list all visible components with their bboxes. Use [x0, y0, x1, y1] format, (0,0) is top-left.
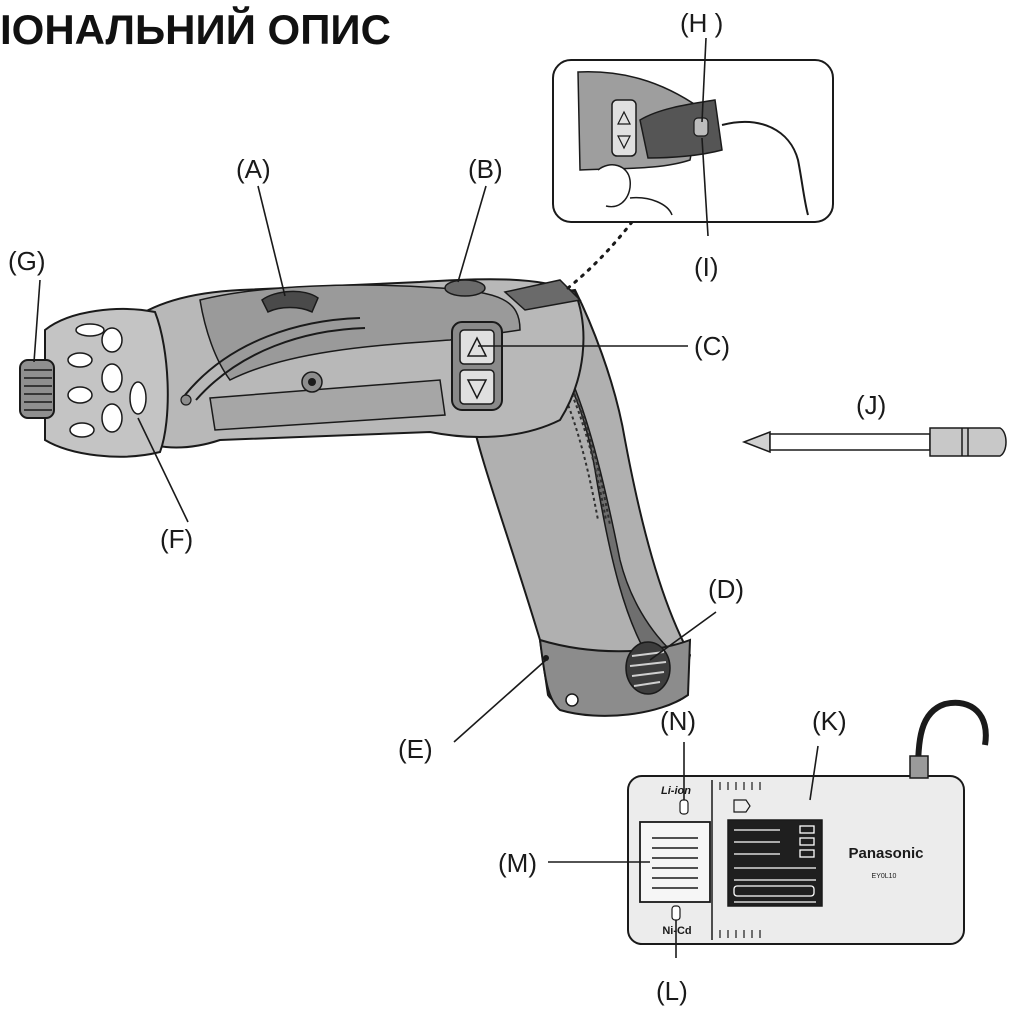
- callout-l: (L): [656, 976, 688, 1006]
- switch-reverse-key: [459, 369, 495, 405]
- callout-a: (A): [236, 154, 271, 184]
- detail-inset: [552, 59, 834, 223]
- cord-strain-relief: [909, 755, 929, 779]
- strap-hole: [565, 693, 579, 707]
- side-screw-center: [308, 378, 316, 386]
- leader-lines: [33, 37, 819, 958]
- page-title: ІОНАЛЬНИЙ ОПИС: [0, 6, 391, 53]
- bit-shaft: [769, 433, 931, 451]
- inset-finger: [597, 164, 673, 216]
- inset-triangle-down-icon: [617, 135, 631, 150]
- charger-brand-logo: Panasonic: [848, 845, 923, 862]
- callout-e: (E): [398, 734, 433, 764]
- rear-cap: [503, 279, 582, 311]
- battery-slot: [639, 821, 711, 903]
- led-light: [444, 279, 486, 297]
- inset-battery-cap: [639, 99, 723, 159]
- callout-labels: (A) (B) (C) (D) (E) (F) (G) (H ) (I) (J)…: [8, 8, 886, 1006]
- vent-ticks: [719, 782, 761, 938]
- charge-indicator: [693, 117, 709, 137]
- ni-cd-indicator: [671, 905, 681, 921]
- body-side-curve: [184, 317, 366, 401]
- grip-ridges: [547, 361, 611, 526]
- leader-h: [701, 37, 707, 123]
- bit-holder-chuck: [19, 359, 55, 419]
- inset-cable: [721, 120, 809, 216]
- indicator-panel-lines: [733, 825, 816, 903]
- leader-b: [457, 185, 487, 283]
- inset-switch: [611, 99, 637, 157]
- leader-f: [137, 417, 189, 523]
- callout-m: (M): [498, 848, 537, 878]
- triangle-up-icon: [466, 336, 488, 357]
- callout-n: (N): [660, 706, 696, 736]
- callout-f: (F): [160, 524, 193, 554]
- inset-connector: [566, 220, 634, 290]
- callout-k: (K): [812, 706, 847, 736]
- callout-d: (D): [708, 574, 744, 604]
- slot-label-ni-cd: Ni-Cd: [662, 925, 691, 937]
- charger-model: EY0L10: [872, 873, 897, 880]
- leader-g: [33, 279, 41, 363]
- plug-icon: [733, 799, 751, 813]
- leader-a: [257, 185, 286, 297]
- leader-e: [453, 659, 547, 743]
- indicator-panel: [727, 819, 823, 907]
- slot-label-li-ion: Li-ion: [661, 785, 691, 797]
- body-lower-panel: [209, 379, 446, 431]
- driver-bit: [741, 427, 1007, 457]
- bit-tip: [741, 430, 771, 454]
- li-ion-indicator: [679, 799, 689, 815]
- callout-i: (I): [694, 252, 719, 282]
- release-button-ridges: [629, 651, 667, 687]
- leader-k: [809, 745, 819, 801]
- triangle-down-icon: [466, 379, 488, 400]
- chuck-threads: [24, 369, 52, 411]
- clutch-grip-slots: [67, 323, 147, 438]
- switch-forward-key: [459, 329, 495, 365]
- side-rivet: [180, 394, 192, 406]
- callout-c: (C): [694, 331, 730, 361]
- charger-cord: [915, 699, 989, 777]
- shaft-lock-switch: [261, 290, 319, 314]
- drill-driver: [19, 278, 692, 717]
- slot-ribs: [652, 837, 698, 889]
- leader-i: [701, 137, 709, 237]
- callout-b: (B): [468, 154, 503, 184]
- leader-d: [649, 611, 717, 661]
- inset-triangle-up-icon: [617, 110, 631, 125]
- callout-h: (H ): [680, 8, 723, 38]
- battery-dot: [543, 655, 549, 661]
- callout-g: (G): [8, 246, 46, 276]
- callout-j: (J): [856, 390, 886, 420]
- battery-charger: Panasonic EY0L10 Li-ion Ni-Cd: [627, 699, 989, 945]
